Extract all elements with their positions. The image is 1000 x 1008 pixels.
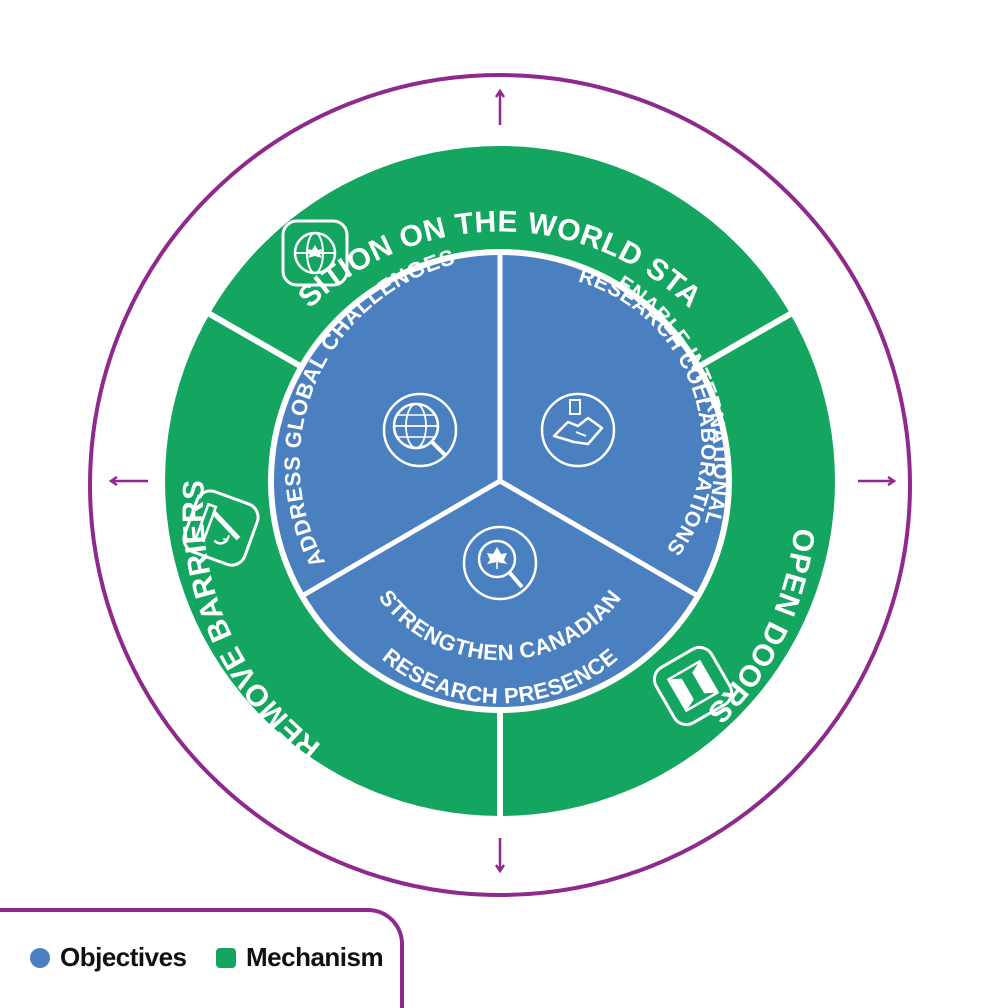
objectives-swatch	[30, 947, 50, 968]
legend-item-objectives: Objectives	[30, 942, 187, 973]
globe-maple-leaf-icon	[281, 219, 349, 287]
legend-label-mechanism: Mechanism	[246, 942, 384, 972]
maple-leaf-magnifier-icon	[462, 525, 538, 601]
barrier-gate-icon	[182, 489, 260, 567]
objectives-divider-left	[300, 478, 502, 599]
legend-item-mechanism: Mechanism	[216, 942, 384, 973]
legend-label-objectives: Objectives	[60, 942, 187, 972]
objectives-divider-right	[498, 478, 700, 599]
handshake-icon	[540, 392, 616, 468]
globe-magnifier-icon	[382, 392, 458, 468]
legend: Objectives Mechanism	[0, 908, 404, 1008]
outer-ring	[88, 73, 912, 897]
mechanism-swatch	[216, 947, 236, 968]
open-door-icon	[652, 645, 734, 727]
